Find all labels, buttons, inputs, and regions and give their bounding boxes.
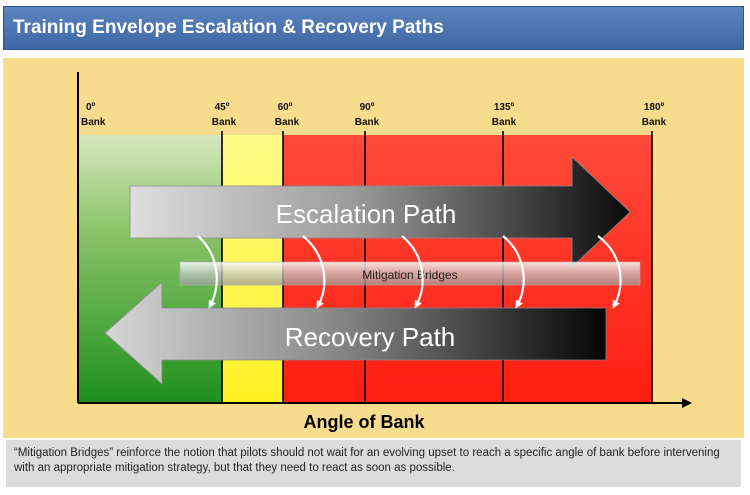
escalation-label: Escalation Path bbox=[276, 199, 457, 229]
tick-45-unit: Bank bbox=[212, 117, 237, 128]
tick-labels: 0º Bank 45º Bank 60º Bank 90º Bank 135º … bbox=[81, 102, 667, 128]
tick-60-deg: 60º bbox=[278, 102, 293, 113]
tick-60-unit: Bank bbox=[275, 117, 300, 128]
bridge-arrows bbox=[197, 235, 622, 309]
caption-box bbox=[6, 440, 741, 487]
bridge-arrow-5 bbox=[597, 235, 622, 309]
title-bar: Training Envelope Escalation & Recovery … bbox=[3, 6, 744, 50]
tick-0-deg: 0º bbox=[86, 102, 96, 113]
recovery-arrow bbox=[104, 281, 607, 385]
recovery-label: Recovery Path bbox=[285, 322, 456, 352]
tick-180-deg: 180º bbox=[644, 102, 665, 113]
tick-0-unit: Bank bbox=[81, 117, 106, 128]
bridge-arrow-3 bbox=[401, 235, 424, 309]
bridge-arrow-4 bbox=[502, 235, 525, 309]
figure-title: Training Envelope Escalation & Recovery … bbox=[13, 17, 444, 38]
tick-90-deg: 90º bbox=[360, 102, 375, 113]
x-axis-title: Angle of Bank bbox=[303, 412, 425, 432]
tick-45-deg: 45º bbox=[215, 102, 230, 113]
mitigation-bridge-band bbox=[179, 261, 641, 286]
caption-text: “Mitigation Bridges” reinforce the notio… bbox=[14, 447, 720, 474]
bridge-arrow-1 bbox=[197, 235, 218, 309]
tick-90-unit: Bank bbox=[355, 117, 380, 128]
tick-135-deg: 135º bbox=[494, 102, 515, 113]
tick-180-unit: Bank bbox=[642, 117, 667, 128]
bridge-arrow-2 bbox=[302, 235, 326, 309]
mitigation-label: Mitigation Bridges bbox=[362, 268, 457, 282]
tick-135-unit: Bank bbox=[492, 117, 517, 128]
